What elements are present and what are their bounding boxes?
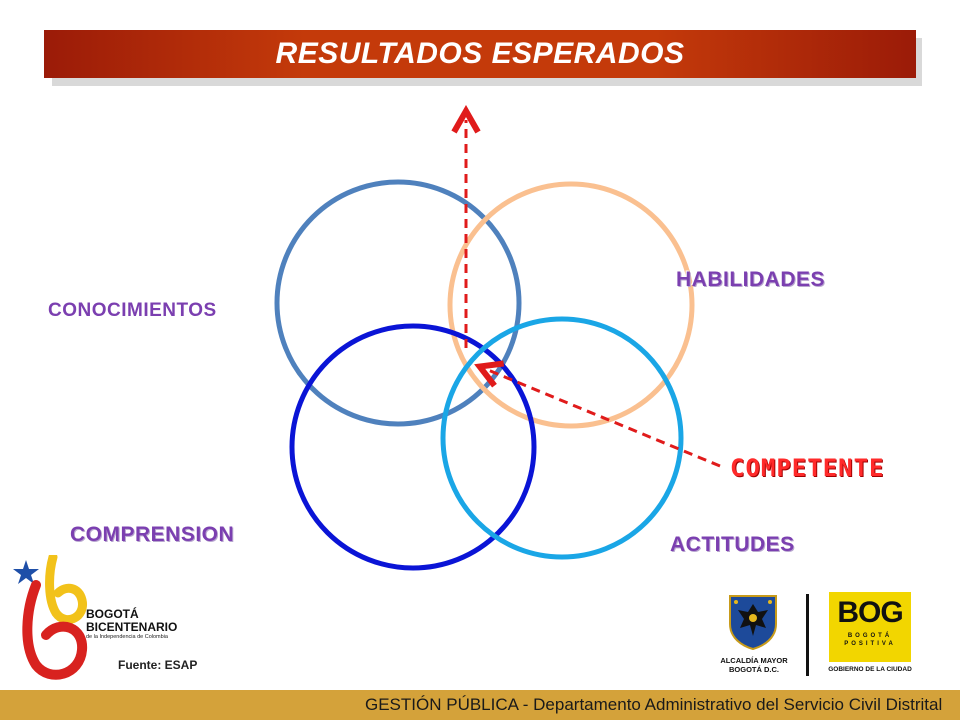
circle-conocimientos [274, 179, 522, 427]
title-bar: RESULTADOS ESPERADOS [44, 30, 916, 78]
bog-wordmark: BOG [837, 596, 903, 629]
page-title: RESULTADOS ESPERADOS [275, 37, 685, 70]
yellow-b-shape [45, 555, 87, 625]
bog-subtitle-line1: BOGOTÁ [847, 633, 893, 639]
source-note: Fuente: ESAP [118, 658, 198, 672]
red-b-shape [22, 580, 88, 680]
logo-divider [806, 594, 809, 676]
label-comprension: COMPRENSION [70, 523, 235, 546]
bog-subtitle: BOGOTÁ POSITIVA [829, 632, 911, 648]
alcaldia-text: ALCALDÍA MAYOR BOGOTÁ D.C. [712, 656, 796, 674]
competente-arrow [488, 370, 721, 468]
label-habilidades: HABILIDADES [676, 268, 826, 291]
alcaldia-line1: ALCALDÍA MAYOR [720, 656, 788, 665]
circle-habilidades [447, 181, 695, 429]
bicentenario-subtitle: de la Independencia de Colombia [86, 634, 168, 640]
bicentenario-line2: BICENTENARIO [86, 620, 178, 634]
label-conocimientos: CONOCIMIENTOS [48, 300, 217, 321]
circle-comprension [289, 323, 537, 571]
bicentenario-line1: BOGOTÁ [86, 607, 139, 621]
gobierno-text: GOBIERNO DE LA CIUDAD [828, 666, 912, 673]
label-competente: COMPETENTE [730, 454, 885, 482]
bog-subtitle-line2: POSITIVA [844, 641, 896, 647]
bicentenario-text: BOGOTÁ BICENTENARIO [86, 608, 177, 634]
alcaldia-line2: BOGOTÁ D.C. [729, 665, 779, 674]
star-icon [13, 560, 39, 584]
coat-of-arms-icon [729, 595, 777, 650]
footer-bar: GESTIÓN PÚBLICA - Departamento Administr… [0, 690, 960, 720]
circle-actitudes [440, 316, 684, 560]
bicentenario-logo [13, 555, 88, 680]
label-actitudes: ACTITUDES [670, 533, 795, 556]
footer-text: GESTIÓN PÚBLICA - Departamento Administr… [365, 695, 943, 714]
bogota-positiva-logo: BOG BOGOTÁ POSITIVA [829, 592, 911, 662]
